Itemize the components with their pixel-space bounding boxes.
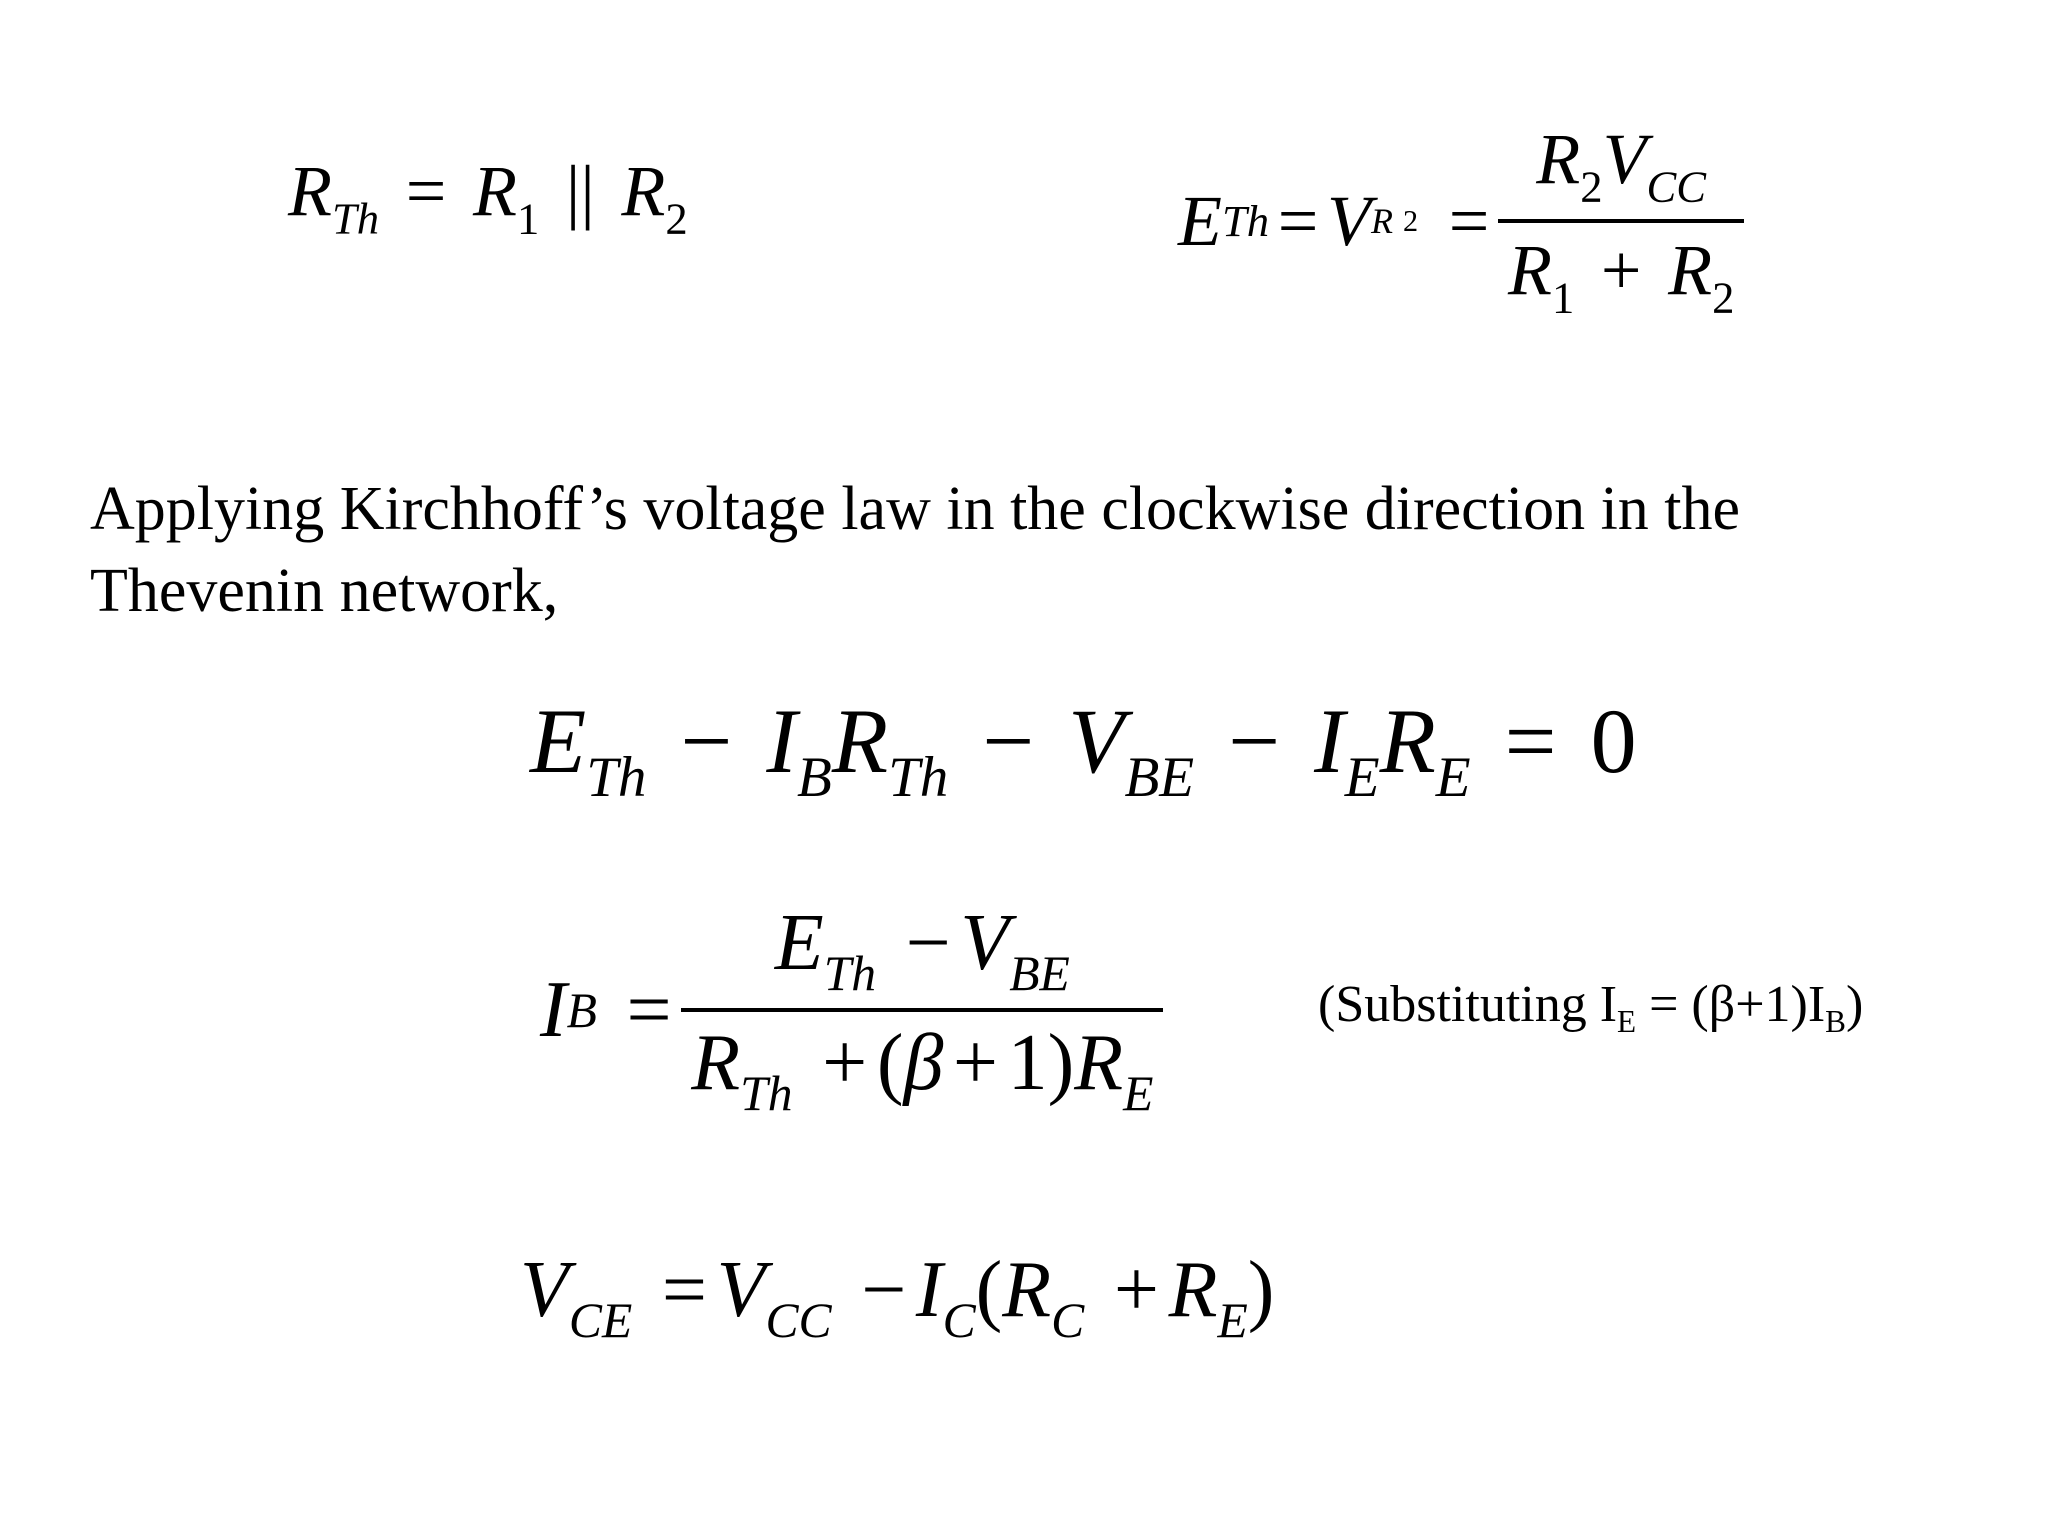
symbol: I (766, 690, 798, 792)
subscript: C (1051, 1292, 1085, 1348)
note-text: ) (1845, 976, 1864, 1033)
operator: + (822, 1019, 868, 1107)
operator: = (1448, 180, 1490, 261)
symbol: R (288, 151, 332, 231)
symbol: R (1668, 230, 1713, 310)
symbol: R (691, 1019, 741, 1107)
symbol: V (1326, 180, 1371, 261)
symbol: R (1002, 1246, 1052, 1334)
subscript: Th (888, 745, 949, 809)
subscript: CC (765, 1292, 832, 1348)
value: 1 (1007, 1019, 1048, 1107)
value: 0 (1590, 690, 1637, 792)
symbol: I (1314, 690, 1345, 792)
note-text: = (β+1)I (1636, 976, 1826, 1033)
paren: ( (876, 1019, 904, 1107)
denominator: RTh +(β+1)RE (681, 1008, 1164, 1122)
subscript: CE (568, 1292, 633, 1348)
note-text: (Substituting I (1318, 976, 1618, 1033)
paren: ) (1047, 1019, 1075, 1107)
numerator: ETh −VBE (765, 898, 1080, 1008)
operator: = (1277, 180, 1319, 261)
subscript: C (942, 1292, 976, 1348)
symbol: R (1536, 119, 1581, 200)
subscript: E (1217, 1292, 1248, 1348)
subscript: B (566, 982, 597, 1038)
symbol: V (716, 1246, 766, 1334)
symbol: V (1068, 690, 1125, 792)
denominator: R1 + R2 (1497, 219, 1745, 324)
equation-thevenin-resistance: RTh = R1 || R2 (288, 150, 688, 245)
symbol: E (1178, 180, 1222, 261)
equation-kvl: ETh − IBRTh − VBE − IERE = 0 (530, 688, 1637, 810)
subscript: E (1617, 1003, 1637, 1039)
subscript: Th (1221, 196, 1270, 246)
operator: + (1600, 230, 1642, 310)
subscript: E (1435, 745, 1471, 809)
operator: = (1504, 690, 1557, 792)
symbol: V (1602, 119, 1647, 200)
subscript: B (797, 745, 832, 809)
paren: ( (975, 1246, 1003, 1334)
symbol: R (1507, 230, 1552, 310)
subscript: 1 (516, 193, 540, 244)
operator: = (405, 151, 447, 231)
symbol: R (1074, 1019, 1124, 1107)
subscript: CC (1646, 162, 1707, 212)
subscript: 1 (1551, 272, 1575, 323)
operator: = (626, 965, 672, 1054)
symbol-beta: β (903, 1019, 944, 1107)
operator: − (982, 690, 1035, 792)
fraction: R2VCC R1 + R2 (1497, 118, 1745, 324)
subscript: R (1370, 201, 1393, 241)
paragraph-line-2: Thevenin network, (90, 557, 559, 625)
subscript: B (1825, 1003, 1846, 1039)
symbol: I (915, 1246, 943, 1334)
symbol: R (472, 151, 517, 231)
operator: − (905, 899, 951, 988)
symbol: R (1379, 690, 1436, 792)
subscript: E (1123, 1065, 1154, 1121)
symbol: I (540, 965, 567, 1054)
subscript: Th (740, 1065, 793, 1121)
symbol: E (774, 899, 824, 988)
paren: ) (1247, 1246, 1275, 1334)
subscript: BE (1124, 745, 1195, 809)
subscript: 2 (1580, 162, 1603, 212)
symbol: V (960, 899, 1010, 988)
subscript: Th (823, 946, 877, 1001)
fraction: ETh −VBE RTh +(β+1)RE (681, 898, 1164, 1122)
subscript: Th (586, 745, 647, 809)
operator: + (952, 1019, 999, 1107)
symbol: R (1168, 1246, 1218, 1334)
operator: || (565, 151, 595, 231)
operator: − (1228, 690, 1281, 792)
operator: = (661, 1246, 707, 1334)
numerator: R2VCC (1526, 118, 1716, 219)
subscript: E (1344, 745, 1380, 809)
paragraph-kvl-intro: Applying Kirchhoff’s voltage law in the … (90, 468, 1740, 632)
operator: + (1113, 1246, 1159, 1334)
symbol: R (831, 690, 889, 792)
operator: − (861, 1246, 907, 1334)
subscript: BE (1009, 946, 1070, 1001)
symbol: V (520, 1246, 569, 1334)
symbol: E (530, 690, 587, 792)
operator: − (680, 690, 733, 792)
subscript: 2 (665, 193, 688, 244)
symbol: R (621, 151, 666, 231)
equation-collector-emitter-voltage: VCE =VCC −IC(RC +RE) (520, 1245, 1274, 1349)
subscript: 2 (1402, 203, 1419, 238)
subscript: 2 (1712, 272, 1735, 323)
paragraph-line-1: Applying Kirchhoff’s voltage law in the … (90, 475, 1741, 543)
substitution-note: (Substituting IE = (β+1)IB) (1318, 975, 1863, 1040)
subscript: Th (331, 193, 380, 244)
